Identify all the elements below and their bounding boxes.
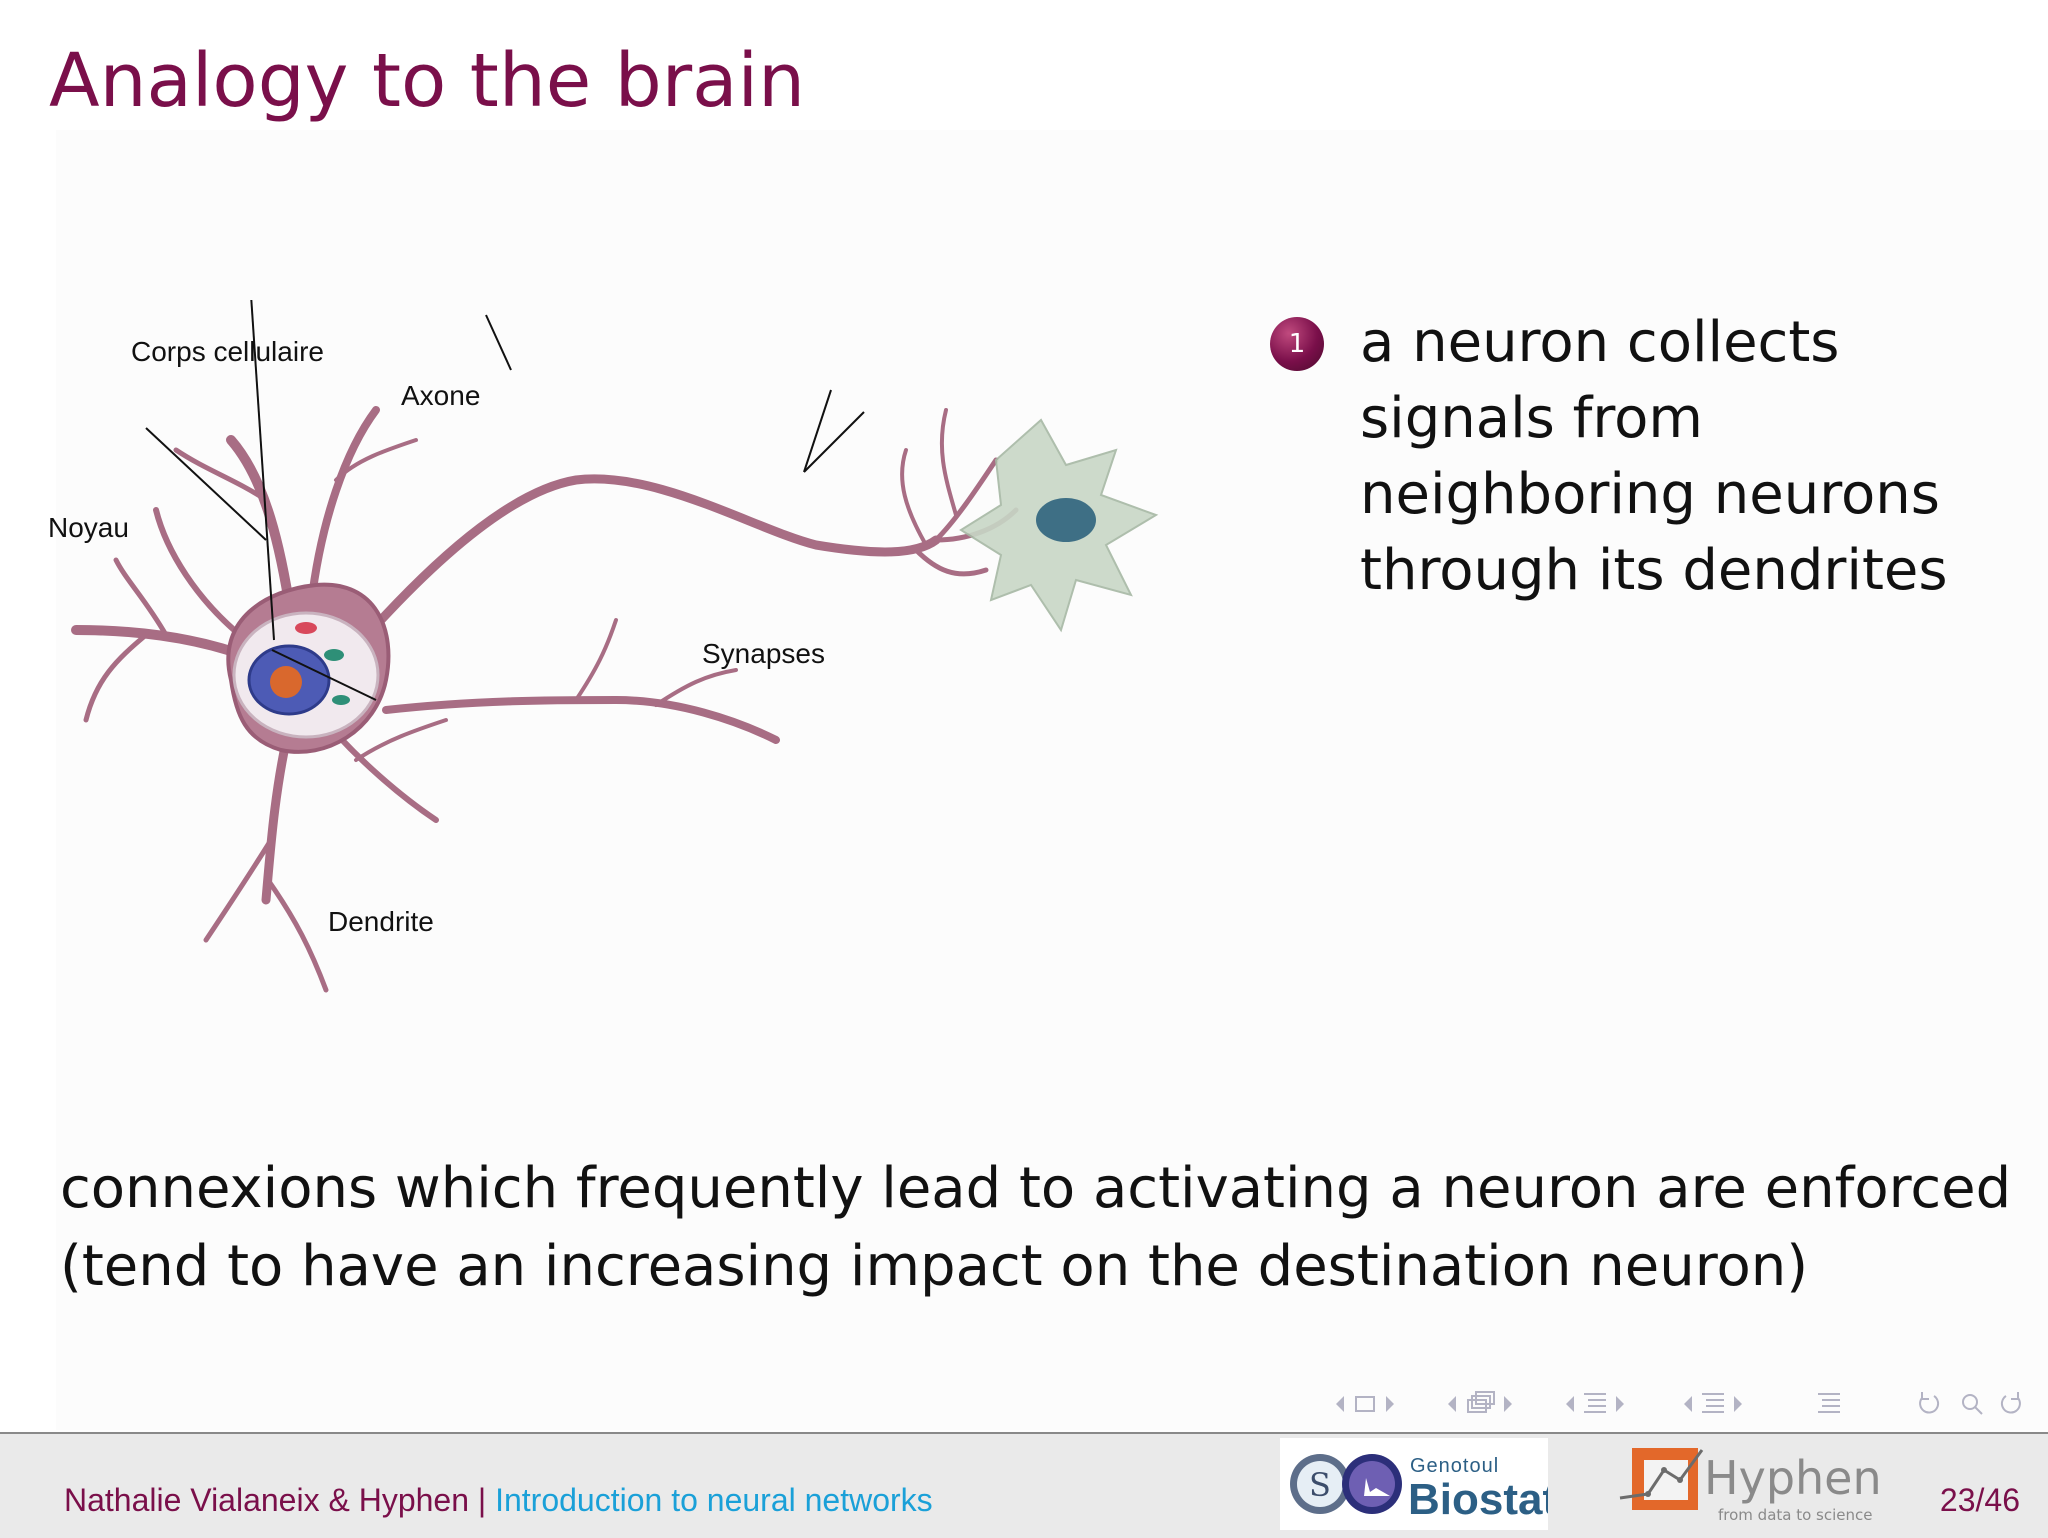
genotoul-text: Genotoul <box>1410 1455 1499 1477</box>
slide-footer: Nathalie Vialaneix & Hyphen | Introducti… <box>0 1432 2048 1538</box>
navigation-icons <box>1336 1391 2021 1415</box>
neuron-illustration <box>71 294 1159 993</box>
bottom-statement: connexions which frequently lead to acti… <box>60 1156 2012 1299</box>
label-dendrite: Dendrite <box>328 906 434 937</box>
slide-title: Analogy to the brain <box>49 38 805 124</box>
nav-frame-prev-icon[interactable] <box>1336 1396 1344 1412</box>
genotoul-biostat-logo: S Genotoul Biostat <box>1280 1438 1557 1530</box>
nav-forward-icon[interactable] <box>2000 1392 2021 1414</box>
genotoul-biostat-logo-image: S Genotoul Biostat <box>1290 1454 1557 1524</box>
item-text: a neuron collects signals from neighbori… <box>1360 310 1948 603</box>
navigation-bar <box>1330 1384 2040 1424</box>
hyphen-text: Hyphen <box>1704 1451 1882 1505</box>
footer-authors: Nathalie Vialaneix & Hyphen <box>64 1482 469 1518</box>
footer-talk-title: Introduction to neural networks <box>495 1482 933 1518</box>
hyphen-tagline: from data to science <box>1718 1506 1873 1524</box>
nav-section-next-icon[interactable] <box>1616 1396 1624 1412</box>
label-synapses: Synapses <box>702 638 825 669</box>
hyphen-logo: Hyphen from data to science <box>1614 1440 1904 1532</box>
nav-section-icon[interactable] <box>1584 1393 1606 1413</box>
nav-back-icon[interactable] <box>1919 1392 1940 1414</box>
nav-frame-icon[interactable] <box>1355 1396 1375 1412</box>
neuron-figure: Corps cellulaire Axone Noyau Synapses De… <box>48 294 1256 1060</box>
page-number: 23/46 <box>1939 1482 2020 1518</box>
hyphen-logo-image: Hyphen from data to science <box>1619 1448 1882 1524</box>
nav-subsection-prev-icon[interactable] <box>1448 1396 1456 1412</box>
numbered-item: 1 a neuron collects signals from neighbo… <box>1266 305 2046 609</box>
nav-search-icon[interactable] <box>1962 1394 1983 1415</box>
nav-section-prev-icon[interactable] <box>1566 1396 1574 1412</box>
footer-credits: Nathalie Vialaneix & Hyphen | Introducti… <box>64 1482 933 1519</box>
item-number-badge: 1 <box>1270 317 1324 371</box>
biostat-text: Biostat <box>1408 1475 1548 1524</box>
label-axone: Axone <box>401 380 481 411</box>
nav-doc-prev-icon[interactable] <box>1684 1396 1692 1412</box>
footer-separator: | <box>477 1482 487 1518</box>
nav-subsection-icon[interactable] <box>1467 1391 1495 1413</box>
label-noyau: Noyau <box>48 512 129 543</box>
nav-subsection-next-icon[interactable] <box>1504 1396 1512 1412</box>
nav-doc-icon[interactable] <box>1702 1393 1724 1413</box>
nav-frame-next-icon[interactable] <box>1386 1396 1394 1412</box>
nav-doc-next-icon[interactable] <box>1734 1396 1742 1412</box>
label-corps-cellulaire: Corps cellulaire <box>131 336 324 367</box>
svg-text:S: S <box>1309 1466 1331 1504</box>
nav-appendix-icon[interactable] <box>1818 1393 1840 1413</box>
